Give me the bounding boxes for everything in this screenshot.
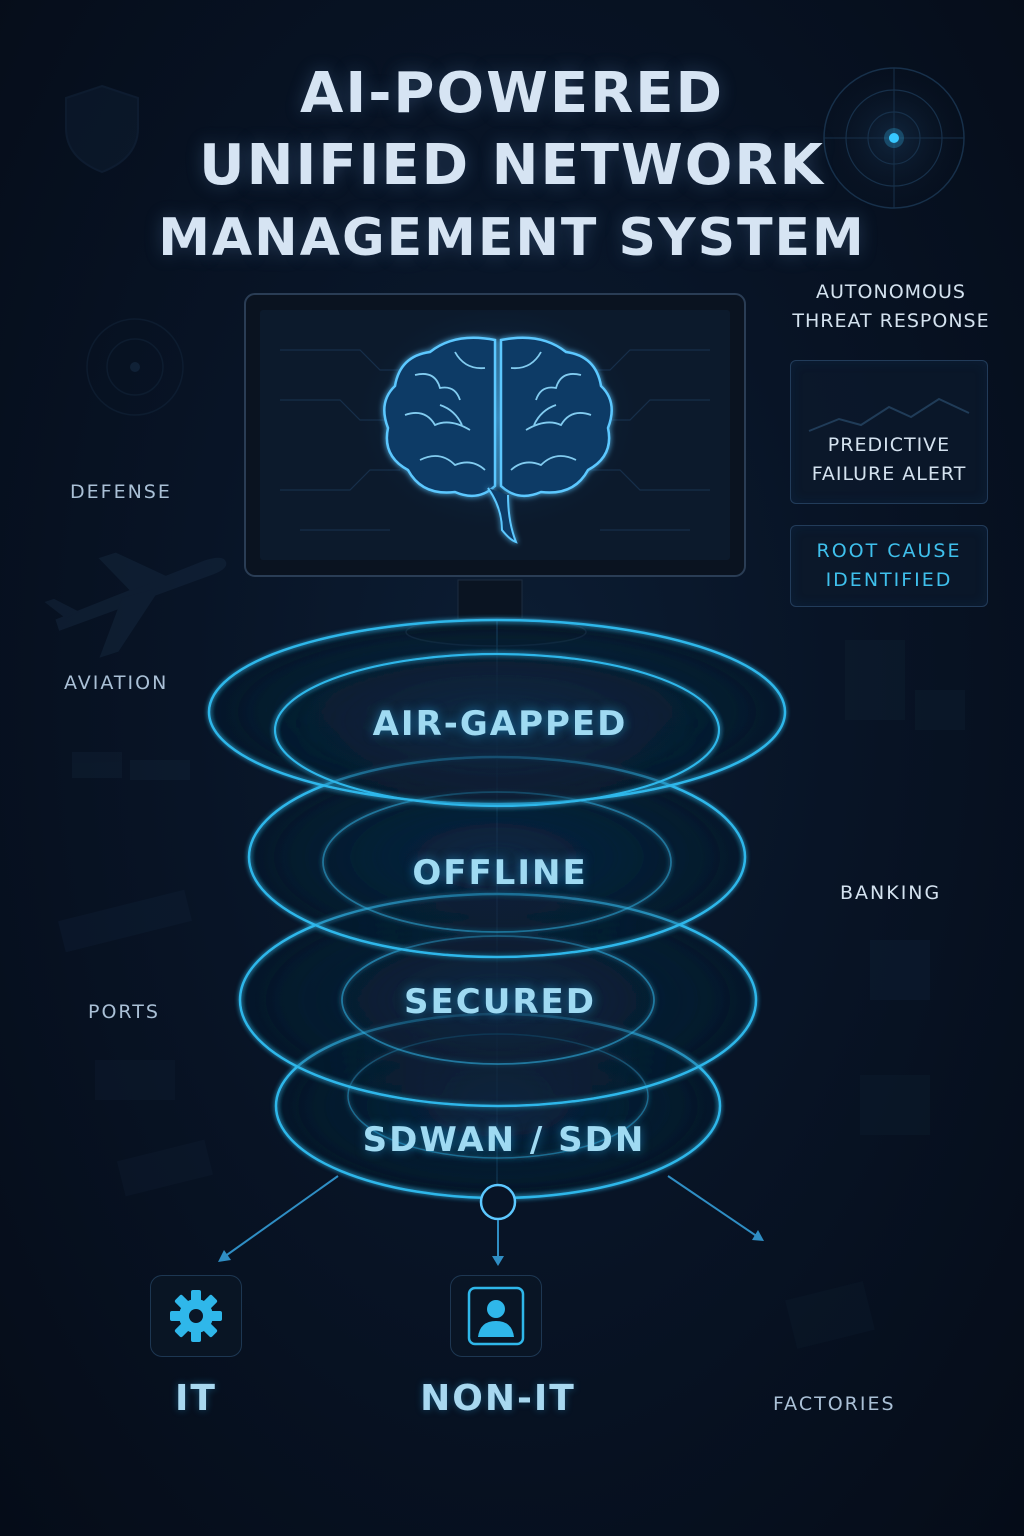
predictive-line-2: FAILURE ALERT [811,463,967,485]
predictive-label: PREDICTIVE FAILURE ALERT [791,431,987,489]
layer-label-air-gapped: AIR-GAPPED [372,704,628,744]
title-line-2: UNIFIED NETWORK [199,133,825,198]
it-node [140,1265,252,1365]
layer-label-offline: OFFLINE [412,853,588,893]
layer-label-secured: SECURED [404,982,596,1022]
person-icon [467,1286,525,1346]
radar-icon [86,318,184,416]
autonomous-threat-response-label: AUTONOMOUS THREAT RESPONSE [786,278,996,336]
sector-ports: PORTS [88,1001,160,1023]
line-graph-icon [808,397,970,432]
non-it-icon-box [450,1275,542,1357]
network-layers [207,618,787,1266]
root-cause-card: ROOT CAUSE IDENTIFIED [790,525,988,607]
it-icon-box [150,1275,242,1357]
layer-label-sdwan-sdn: SDWAN / SDN [362,1120,646,1160]
predictive-line-1: PREDICTIVE [827,434,951,456]
hub-node [479,1183,517,1221]
radar-icon [823,67,965,209]
page-title: AI-POWERED UNIFIED NETWORK MANAGEMENT SY… [0,58,1024,274]
autonomous-line-2: THREAT RESPONSE [792,310,990,332]
sector-factories: FACTORIES [773,1393,896,1415]
title-line-3: MANAGEMENT SYSTEM [158,208,866,268]
title-line-1: AI-POWERED [300,61,724,126]
root-cause-line-2: IDENTIFIED [825,569,953,591]
sector-banking: BANKING [840,882,942,904]
output-label-non-it: NON-IT [420,1378,576,1419]
root-cause-line-1: ROOT CAUSE [816,540,962,562]
non-it-node [440,1265,552,1365]
sector-aviation: AVIATION [64,672,169,694]
autonomous-line-1: AUTONOMOUS [816,281,966,303]
cargo-ship-icon [58,752,214,1197]
airplane-icon [44,552,227,658]
brain-icon [348,310,648,550]
root-cause-label: ROOT CAUSE IDENTIFIED [791,537,987,595]
gear-icon [170,1290,222,1342]
output-label-it: IT [175,1378,217,1419]
building-icon [785,640,965,1349]
sector-defense: DEFENSE [70,481,172,503]
shield-icon [65,84,139,174]
ai-monitor [244,293,746,647]
predictive-failure-alert-card: PREDICTIVE FAILURE ALERT [790,360,988,504]
